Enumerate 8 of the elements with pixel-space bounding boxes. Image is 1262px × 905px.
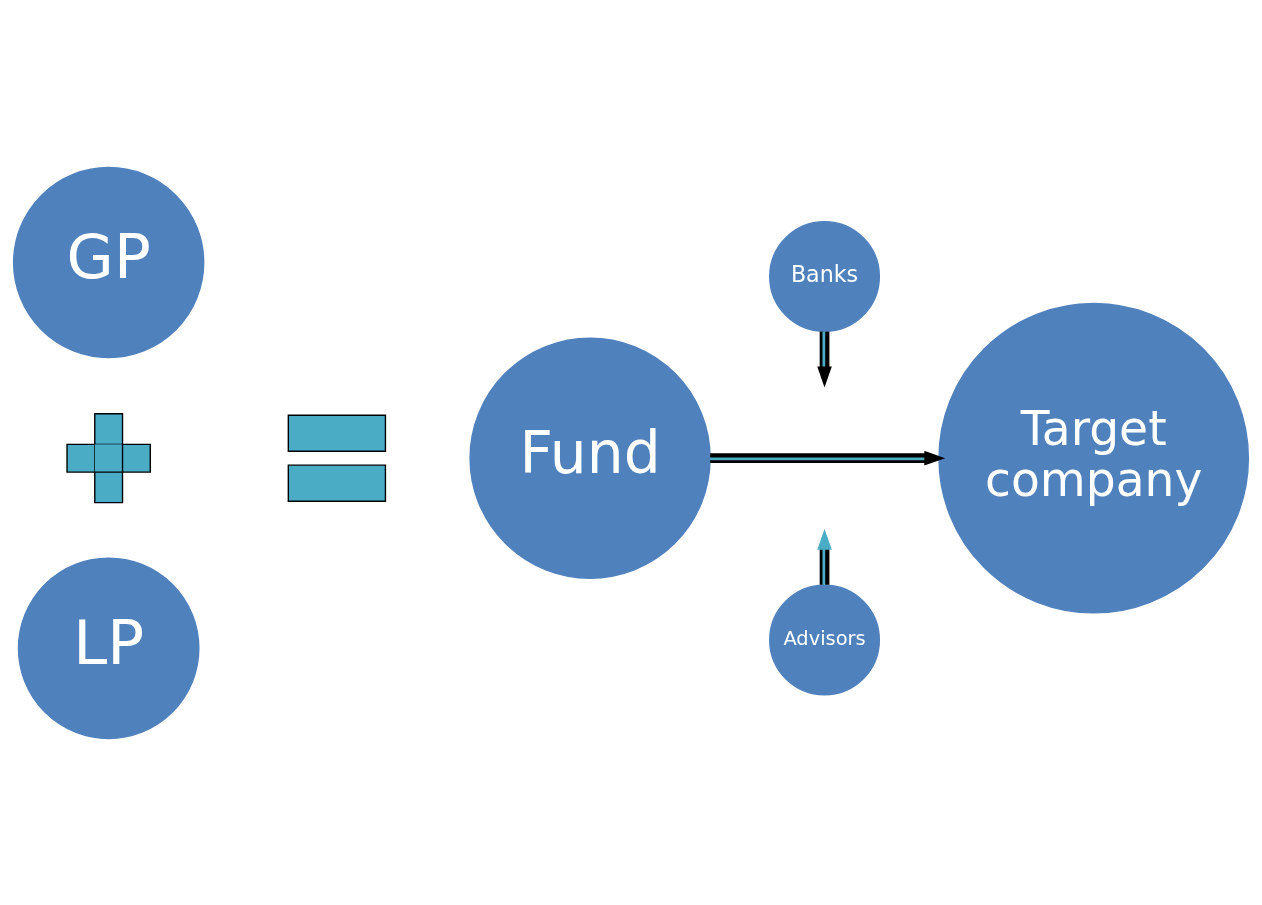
node-circle: Target company	[938, 302, 1250, 614]
node-circle: Banks	[769, 220, 881, 332]
node-circle: GP	[12, 166, 205, 358]
node-circle: Fund	[469, 337, 711, 579]
arrow	[710, 450, 946, 465]
node-circle: LP	[17, 556, 200, 739]
node-circle: Advisors	[769, 583, 881, 695]
arrow	[817, 331, 832, 387]
